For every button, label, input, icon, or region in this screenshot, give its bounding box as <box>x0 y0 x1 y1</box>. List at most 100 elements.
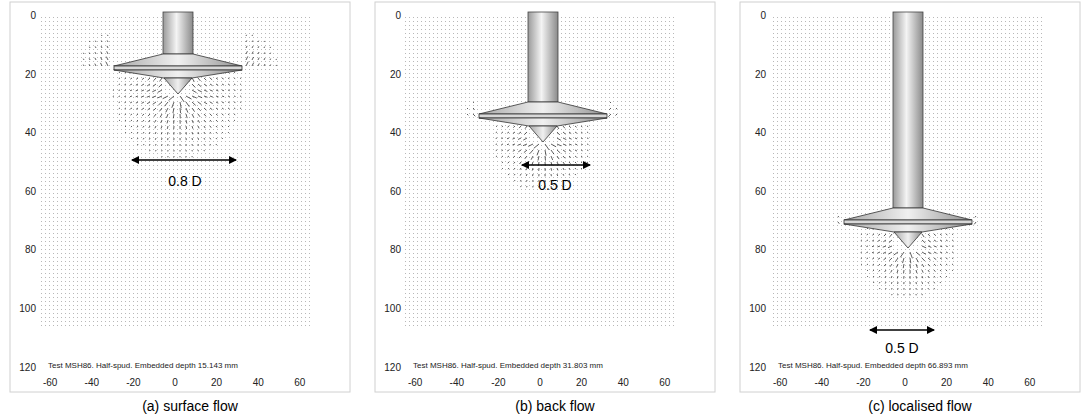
displacement-vector <box>198 126 199 128</box>
displacement-vector <box>867 276 869 278</box>
displacement-vector <box>210 102 213 104</box>
displacement-vector <box>526 168 527 170</box>
displacement-vector <box>891 282 893 284</box>
displacement-vector <box>563 156 565 158</box>
displacement-vector <box>910 258 912 263</box>
displacement-vector <box>867 258 868 260</box>
displacement-vector <box>872 246 874 248</box>
displacement-vector <box>192 138 194 140</box>
displacement-vector <box>866 252 868 254</box>
displacement-vector <box>204 144 206 145</box>
displacement-vector <box>155 126 156 128</box>
displacement-vector <box>131 120 132 121</box>
displacement-vector <box>916 276 918 279</box>
displacement-vector <box>885 276 886 278</box>
displacement-vector <box>228 126 229 127</box>
displacement-vector <box>101 41 103 43</box>
displacement-vector <box>946 246 948 248</box>
displacement-vector <box>575 174 577 175</box>
displacement-vector <box>222 114 224 115</box>
displacement-vector <box>142 84 144 86</box>
displacement-vector <box>210 90 213 91</box>
displacement-vector <box>551 174 552 176</box>
displacement-vector <box>872 258 874 259</box>
displacement-vector <box>186 108 188 113</box>
displacement-vector <box>903 282 904 284</box>
displacement-vector <box>258 46 260 48</box>
displacement-vector <box>210 96 213 97</box>
displacement-vector <box>569 138 572 139</box>
displacement-vector <box>159 108 162 111</box>
displacement-vector <box>518 150 521 152</box>
displacement-vector <box>878 240 880 241</box>
displacement-vector <box>234 96 236 98</box>
displacement-vector <box>889 258 892 261</box>
displacement-vector <box>916 294 917 295</box>
displacement-vector <box>158 102 162 105</box>
displacement-vector <box>130 90 132 92</box>
displacement-vector <box>861 240 862 242</box>
axis-tick-label: -60 <box>43 378 57 388</box>
displacement-vector <box>897 270 898 273</box>
displacement-vector <box>520 186 521 187</box>
displacement-vector <box>867 264 868 266</box>
displacement-vector <box>513 156 515 158</box>
displacement-vector <box>513 132 515 133</box>
displacement-vector <box>216 120 217 122</box>
displacement-vector <box>883 240 886 242</box>
displacement-vector <box>878 252 881 253</box>
displacement-vector <box>180 96 184 102</box>
dimension-label: 0.5 D <box>538 178 571 192</box>
axis-tick-label: 0 <box>395 11 401 21</box>
displacement-vector <box>934 252 937 253</box>
displacement-vector <box>154 78 156 81</box>
displacement-vector <box>198 132 200 134</box>
axis-tick-label: 60 <box>25 187 36 197</box>
test-note: Test MSH86. Half-spud. Embedded depth 15… <box>48 362 238 370</box>
displacement-vector <box>538 168 539 171</box>
displacement-vector <box>861 246 862 247</box>
displacement-vector <box>879 288 881 289</box>
displacement-vector <box>204 90 207 92</box>
displacement-vector <box>934 288 936 289</box>
displacement-vector <box>240 84 241 86</box>
displacement-vector <box>946 270 947 271</box>
displacement-vector <box>910 252 912 258</box>
displacement-vector <box>551 150 554 154</box>
displacement-vector <box>204 114 206 116</box>
displacement-vector <box>124 96 126 98</box>
axis-tick-label: 20 <box>755 70 766 80</box>
axis-tick-label: 80 <box>755 245 766 255</box>
displacement-vector <box>89 64 91 66</box>
displacement-vector <box>234 108 235 110</box>
displacement-vector <box>946 234 947 235</box>
displacement-vector <box>922 294 923 295</box>
displacement-vector <box>180 102 181 108</box>
displacement-vector <box>216 102 218 103</box>
displacement-vector <box>148 78 150 80</box>
displacement-vector <box>525 126 527 129</box>
displacement-vector <box>173 120 174 124</box>
panel-caption: (a) surface flow <box>142 399 238 413</box>
displacement-vector <box>131 138 133 139</box>
displacement-vector <box>974 222 976 224</box>
displacement-vector <box>940 276 941 277</box>
axis-tick-label: 40 <box>390 128 401 138</box>
displacement-vector <box>252 35 254 36</box>
displacement-vector <box>143 132 144 134</box>
displacement-vector <box>563 150 566 152</box>
displacement-vector <box>192 102 196 105</box>
displacement-vector <box>204 120 206 122</box>
displacement-vector <box>210 78 212 80</box>
displacement-vector <box>192 84 195 88</box>
displacement-vector <box>946 264 947 265</box>
displacement-vector <box>473 108 475 110</box>
displacement-vector <box>496 144 497 145</box>
displacement-vector <box>198 108 201 111</box>
displacement-vector <box>534 144 539 148</box>
displacement-vector <box>940 270 941 271</box>
displacement-vector <box>502 132 503 134</box>
displacement-vector <box>507 138 509 140</box>
displacement-vector <box>159 84 162 87</box>
displacement-vector <box>137 120 138 121</box>
